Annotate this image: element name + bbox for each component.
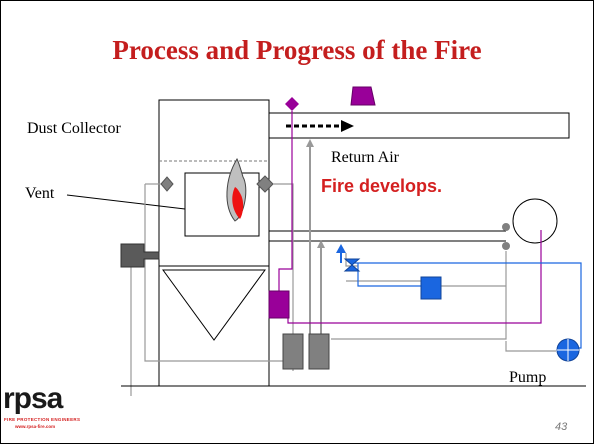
filter-box — [184, 172, 260, 237]
damper-dot-bottom — [502, 242, 510, 250]
return-air-label: Return Air — [331, 149, 399, 166]
blue-flow-arrow — [336, 244, 346, 253]
gray-box-1 — [282, 333, 304, 370]
actuator-block — [120, 243, 160, 268]
pump-label: Pump — [509, 369, 547, 386]
dust-collector-label: Dust Collector — [27, 120, 121, 137]
vent-label: Vent — [25, 185, 55, 202]
gray-arrow-2 — [317, 240, 325, 248]
dust-collector-housing — [158, 99, 270, 387]
vent-left — [160, 176, 174, 192]
logo-url: www.rpsa-fire.com — [15, 424, 56, 429]
fire-caption: Fire develops. — [321, 176, 443, 196]
logo-wordmark: rpsa — [3, 382, 63, 415]
valve-top — [343, 258, 361, 266]
purple-module — [268, 290, 290, 319]
gray-arrow-1 — [306, 139, 314, 147]
purple-detector — [285, 97, 299, 111]
valve-bottom — [343, 264, 361, 272]
control-panel — [420, 276, 442, 300]
airflow-arrowhead — [341, 120, 354, 132]
gray-box-2 — [308, 333, 330, 370]
logo-tagline: FIRE PROTECTION ENGINEERS — [4, 417, 81, 422]
hopper — [162, 269, 266, 341]
alarm-horn — [350, 86, 376, 106]
blue-piping — [352, 262, 582, 349]
slide-title: Process and Progress of the Fire — [112, 35, 482, 65]
damper-dot-top — [502, 223, 510, 231]
flame-inner — [232, 187, 244, 219]
vent-leader-line — [66, 194, 186, 210]
page-number: 43 — [555, 421, 568, 433]
purple-wiring — [278, 111, 542, 324]
fan — [512, 198, 558, 244]
